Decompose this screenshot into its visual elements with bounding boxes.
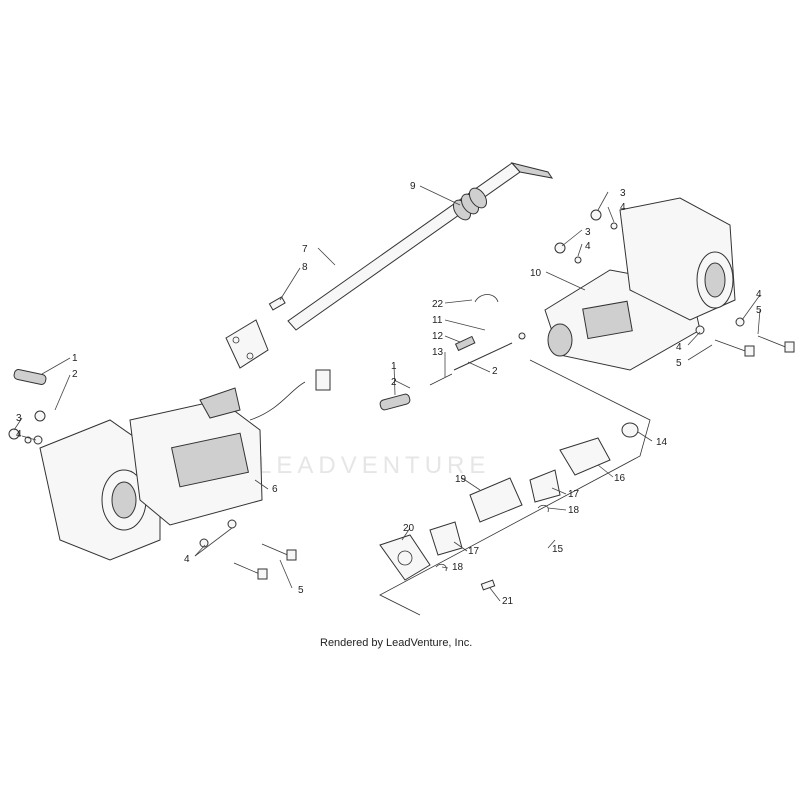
callout-3: 3 bbox=[16, 413, 22, 424]
callout-14: 14 bbox=[656, 437, 668, 448]
spring-left bbox=[13, 369, 47, 385]
yoke-19 bbox=[469, 477, 523, 523]
u-joint-17b bbox=[429, 521, 463, 556]
wire-harness bbox=[249, 381, 306, 421]
callout-1: 1 bbox=[72, 353, 78, 364]
callout-4: 4 bbox=[620, 202, 626, 213]
callout-4: 4 bbox=[16, 429, 22, 440]
clip-18a bbox=[537, 504, 549, 513]
prop-shaft-assembly bbox=[379, 359, 651, 616]
callout-21: 21 bbox=[502, 596, 514, 607]
u-joint-17a bbox=[529, 469, 561, 503]
shaft-11 bbox=[453, 342, 513, 371]
shaft-flange bbox=[225, 319, 269, 369]
callout-1: 1 bbox=[391, 361, 397, 372]
pin-13 bbox=[429, 373, 453, 386]
snap-ring-22 bbox=[474, 294, 499, 303]
callout-4: 4 bbox=[184, 554, 190, 565]
callout-11: 11 bbox=[432, 315, 443, 326]
callout-18: 18 bbox=[568, 505, 580, 516]
callout-16: 16 bbox=[614, 473, 626, 484]
o-ring-14 bbox=[621, 422, 639, 438]
callout-20: 20 bbox=[403, 523, 415, 534]
rear-gear-case bbox=[544, 197, 736, 371]
yoke-16 bbox=[559, 437, 611, 476]
callout-13: 13 bbox=[432, 347, 444, 358]
footer-credit: Rendered by LeadVenture, Inc. bbox=[320, 637, 472, 649]
drive-shaft bbox=[225, 162, 554, 369]
callout-9: 9 bbox=[410, 181, 416, 192]
spring-12 bbox=[454, 335, 476, 352]
callout-2: 2 bbox=[492, 366, 498, 377]
callout-10: 10 bbox=[530, 268, 542, 279]
callout-5: 5 bbox=[756, 305, 762, 316]
flange-20 bbox=[379, 534, 431, 581]
callout-17: 17 bbox=[568, 489, 580, 500]
shaft-boot bbox=[452, 187, 488, 221]
callout-7: 7 bbox=[302, 244, 308, 255]
callout-3: 3 bbox=[620, 188, 626, 199]
clip-18b bbox=[435, 563, 447, 572]
watermark-text: LEADVENTURE bbox=[258, 452, 490, 479]
callout-8: 8 bbox=[302, 262, 308, 273]
leader-lines bbox=[13, 185, 761, 602]
front-gear-case bbox=[39, 369, 331, 561]
callout-4: 4 bbox=[676, 342, 682, 353]
harness-connector bbox=[315, 369, 331, 391]
callout-22: 22 bbox=[432, 299, 444, 310]
callout-2: 2 bbox=[72, 369, 78, 380]
callout-12: 12 bbox=[432, 331, 444, 342]
callout-2: 2 bbox=[391, 377, 397, 388]
callouts: 9 7 8 3 4 3 4 10 4 5 4 5 22 11 12 13 1 2… bbox=[16, 181, 762, 607]
callout-18: 18 bbox=[452, 562, 464, 573]
callout-3: 3 bbox=[585, 227, 591, 238]
input-spline bbox=[547, 323, 573, 357]
callout-4: 4 bbox=[585, 241, 591, 252]
callout-6: 6 bbox=[272, 484, 278, 495]
callout-4: 4 bbox=[756, 289, 762, 300]
callout-17: 17 bbox=[468, 546, 480, 557]
callout-15: 15 bbox=[552, 544, 564, 555]
callout-5: 5 bbox=[676, 358, 682, 369]
callout-19: 19 bbox=[455, 474, 467, 485]
callout-5: 5 bbox=[298, 585, 304, 596]
hardware bbox=[8, 209, 795, 580]
bolt-21 bbox=[480, 579, 496, 591]
spring-right bbox=[379, 393, 411, 411]
